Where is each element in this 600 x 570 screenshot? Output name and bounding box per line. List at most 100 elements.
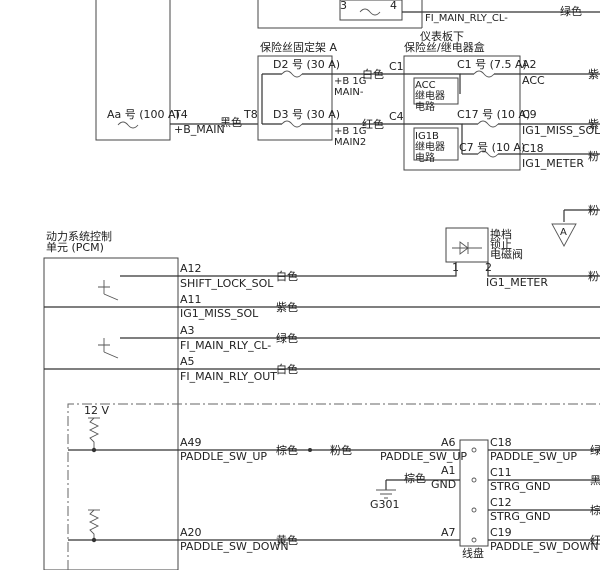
pcm-a5-pin: A5 bbox=[180, 355, 195, 368]
pcm-a20-color: 黄色 bbox=[276, 533, 298, 547]
fuse-holder-a: 保险丝固定架 A D2 号 (30 A) D3 号 (30 A) +B 1G M… bbox=[257, 40, 404, 148]
pcm-a49-pin: A49 bbox=[180, 436, 202, 449]
pin-c4: C4 bbox=[389, 110, 404, 123]
fuse-d2-label: D2 号 (30 A) bbox=[273, 58, 340, 71]
ground-a-color: 粉 bbox=[588, 204, 599, 217]
pcm-a3-signal: FI_MAIN_RLY_CL- bbox=[180, 339, 271, 352]
ground-a: A 粉 bbox=[551, 204, 600, 247]
ground-wire-color: 棕色 bbox=[404, 471, 426, 485]
pin-a2: A2 bbox=[522, 58, 537, 71]
pcm-a12-pin: A12 bbox=[180, 262, 202, 275]
pcm-a20-signal: PADDLE_SW_DOWN bbox=[180, 540, 289, 553]
pcm-a11-signal: IG1_MISS_SOL bbox=[180, 307, 259, 320]
fuse-aa-signal: +B_MAIN bbox=[174, 123, 225, 136]
paddle-a1-signal: GND bbox=[431, 478, 456, 491]
cable-reel-label: 线盘 bbox=[462, 546, 484, 560]
meter-signal: IG1_METER bbox=[522, 157, 584, 170]
c18-color: 绿 bbox=[590, 443, 600, 457]
fuse-d3-wire-color: 红色 bbox=[362, 117, 384, 131]
pcm-row-a11: A11 IG1_MISS_SOL 紫色 bbox=[44, 293, 600, 320]
fuse-aa-wire-color: 黑色 bbox=[220, 115, 242, 129]
fuse-d2-wire-color: 白色 bbox=[362, 67, 384, 81]
pcm-row-a49: A49 PADDLE_SW_UP 棕色 粉色 bbox=[68, 436, 460, 463]
c19-signal: PADDLE_SW_DOWN bbox=[490, 540, 599, 553]
pcm-a49-signal: PADDLE_SW_UP bbox=[180, 450, 267, 463]
paddle-right-rows: C18 PADDLE_SW_UP 绿 C11 STRG_GND 黑 C12 ST… bbox=[490, 436, 600, 553]
pin-c1: C1 bbox=[389, 60, 404, 73]
pcm-title-2: 单元 (PCM) bbox=[46, 241, 104, 254]
pcm-a49-color: 棕色 bbox=[276, 443, 298, 457]
pin-a7: A7 bbox=[441, 526, 456, 539]
c12-color: 棕 bbox=[590, 503, 600, 517]
pcm-row-a20: A20 PADDLE_SW_DOWN 黄色 bbox=[68, 526, 460, 553]
top-wire-signal: FI_MAIN_RLY_CL- bbox=[425, 13, 508, 24]
pcm-voltage-label: 12 V bbox=[84, 404, 109, 417]
c19-color: 红 bbox=[590, 534, 600, 547]
pcm-row-a3: A3 FI_MAIN_RLY_CL- 绿色 bbox=[120, 324, 600, 352]
pcm-a12-color: 白色 bbox=[276, 269, 298, 283]
shift-lock-solenoid: 换档 锁止 电磁阀 1 2 IG1_METER 粉 bbox=[445, 227, 599, 289]
miss-sol-wire-color: 紫 bbox=[588, 118, 599, 131]
acc-relay-label-3: 电路 bbox=[415, 100, 435, 113]
pcm-a11-pin: A11 bbox=[180, 293, 202, 306]
pin-c18: C18 bbox=[490, 436, 512, 449]
relay-box-title-1: 仪表板下 bbox=[420, 29, 464, 43]
paddle-switch-connector: A6 PADDLE_SW_UP A1 GND A7 线盘 棕色 G301 bbox=[370, 436, 600, 560]
meter-wire-color: 粉 bbox=[588, 150, 599, 163]
pin-c12: C12 bbox=[490, 496, 512, 509]
ig1-relay-label-2: 继电器 bbox=[415, 140, 445, 153]
pcm-title-1: 动力系统控制 bbox=[46, 229, 112, 243]
pcm-a3-pin: A3 bbox=[180, 324, 195, 337]
fuse-d2-signal-2: MAIN- bbox=[334, 87, 364, 98]
pcm-row-a5: A5 FI_MAIN_RLY_OUT 白色 bbox=[44, 355, 600, 383]
pcm-a12-signal: SHIFT_LOCK_SOL bbox=[180, 277, 274, 290]
fuse-aa-pin-out: T8 bbox=[243, 108, 258, 121]
pcm-row-a12: A12 SHIFT_LOCK_SOL 白色 bbox=[120, 262, 600, 290]
pcm-switch-1 bbox=[98, 280, 119, 301]
pcm-box bbox=[43, 257, 179, 570]
solenoid-signal: IG1_METER bbox=[486, 276, 548, 289]
fuse-c17-label: C17 号 (10 A) bbox=[457, 108, 530, 121]
pin-a6: A6 bbox=[441, 436, 456, 449]
ground-g301: G301 bbox=[370, 498, 400, 511]
fuse-d2-signal: +B 1G bbox=[334, 76, 367, 87]
pcm-a11-color: 紫色 bbox=[276, 300, 298, 314]
ig1-relay-label-3: 电路 bbox=[415, 151, 435, 164]
acc-wire-color: 紫 bbox=[588, 68, 599, 81]
pin-c18-top: C18 bbox=[522, 142, 544, 155]
solenoid-title-2: 锁止 bbox=[490, 237, 512, 251]
pull-up-resistor-down bbox=[88, 509, 100, 540]
relay-box: 仪表板下 保险丝/继电器盒 ACC 继电器 电路 C1 号 (7.5 A) A2… bbox=[400, 29, 600, 171]
pin-c19: C19 bbox=[490, 526, 512, 539]
c11-signal: STRG_GND bbox=[490, 480, 551, 493]
solenoid-title-3: 电磁阀 bbox=[490, 247, 523, 261]
fuse-c7-label: C7 号 (10 A) bbox=[459, 141, 525, 154]
miss-sol-signal: IG1_MISS_SOL bbox=[522, 124, 600, 137]
ig1-relay-label-1: IG1B bbox=[415, 131, 439, 142]
fuse-d3-label: D3 号 (30 A) bbox=[273, 108, 340, 121]
solenoid-title-1: 换档 bbox=[490, 227, 512, 241]
top-fuse-block: 3 4 FI_MAIN_RLY_CL- 绿色 bbox=[257, 0, 600, 29]
acc-relay-label-1: ACC bbox=[415, 80, 436, 91]
paddle-a6-signal: PADDLE_SW_UP bbox=[380, 450, 467, 463]
fuse-d3-signal: +B 1G bbox=[334, 126, 367, 137]
c12-signal: STRG_GND bbox=[490, 510, 551, 523]
fuse-c1-label: C1 号 (7.5 A) bbox=[457, 58, 527, 71]
fuse-aa: Aa 号 (100 A) T4 +B_MAIN 黑色 T8 bbox=[95, 0, 258, 141]
ground-a-label: A bbox=[560, 227, 567, 238]
pcm-a3-color: 绿色 bbox=[276, 331, 298, 345]
pcm-switch-2 bbox=[98, 338, 119, 359]
pin-c11: C11 bbox=[490, 466, 512, 479]
top-fuse-pin-3: 3 bbox=[340, 0, 347, 12]
shield-dashed bbox=[67, 403, 600, 570]
pin-c9: C9 bbox=[522, 108, 537, 121]
pin-a1: A1 bbox=[441, 464, 456, 477]
fuse-holder-title: 保险丝固定架 A bbox=[260, 40, 337, 54]
top-wire-color: 绿色 bbox=[560, 4, 582, 18]
relay-box-title-2: 保险丝/继电器盒 bbox=[404, 40, 485, 54]
acc-signal: ACC bbox=[522, 74, 545, 87]
c11-color: 黑 bbox=[590, 474, 600, 487]
fuse-aa-label: Aa 号 (100 A) bbox=[107, 108, 180, 121]
